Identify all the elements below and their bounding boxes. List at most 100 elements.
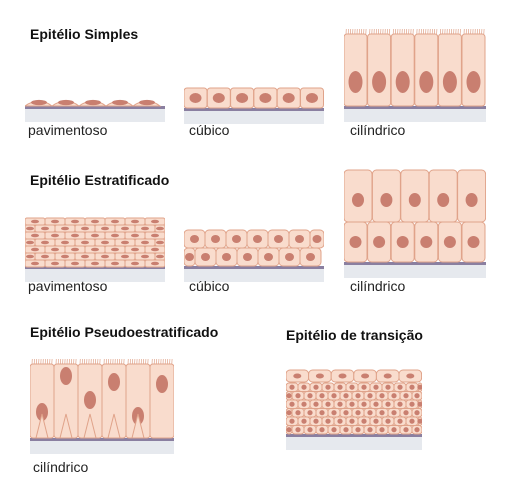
nucleus (361, 418, 367, 424)
nucleus (31, 261, 39, 266)
connective-tissue (344, 108, 486, 122)
nucleus (417, 384, 422, 390)
nucleus (403, 393, 409, 399)
nucleus (337, 401, 343, 407)
nucleus (466, 71, 481, 93)
pseudostratified-columnar-epithelium-illustration (30, 358, 174, 454)
nucleus (112, 99, 128, 106)
nucleus (212, 93, 225, 103)
nucleus (409, 401, 415, 407)
nucleus (391, 393, 397, 399)
nucleus (101, 240, 109, 245)
nucleus (361, 373, 370, 379)
nucleus (51, 247, 59, 252)
nucleus (361, 401, 367, 407)
nucleus (367, 427, 373, 433)
nucleus (409, 418, 415, 424)
nucleus (139, 99, 155, 106)
nucleus (443, 236, 456, 248)
label-simple-cuboidal: cúbico (189, 122, 230, 138)
nucleus (151, 219, 159, 224)
nucleus (349, 384, 355, 390)
nucleus (151, 233, 159, 238)
nucleus (331, 427, 337, 433)
nucleus (313, 401, 319, 407)
nucleus (26, 254, 34, 259)
transitional-epithelium-illustration (286, 369, 422, 450)
nucleus (61, 254, 69, 259)
nucleus (26, 240, 34, 245)
nucleus (71, 247, 79, 252)
nucleus (36, 403, 48, 421)
connective-tissue (344, 264, 486, 278)
nucleus (343, 427, 349, 433)
basal-cell (131, 413, 145, 439)
nucleus (84, 391, 96, 409)
nucleus (156, 226, 164, 231)
nucleus (465, 193, 478, 207)
nucleus (189, 93, 202, 103)
nucleus (131, 261, 139, 266)
basement-membrane (344, 262, 486, 265)
nucleus (367, 393, 373, 399)
nucleus (51, 233, 59, 238)
nucleus (437, 193, 450, 207)
nucleus (361, 384, 367, 390)
nucleus (185, 253, 194, 261)
nucleus (396, 236, 409, 248)
nucleus (467, 236, 480, 248)
nucleus (293, 373, 302, 379)
section-title-simple: Epitélio Simples (30, 26, 139, 42)
nucleus (289, 384, 295, 390)
nucleus (108, 373, 120, 391)
connective-tissue (25, 268, 165, 282)
nucleus (131, 219, 139, 224)
nucleus (397, 418, 403, 424)
nucleus (151, 261, 159, 266)
nucleus (355, 410, 361, 416)
nucleus (151, 247, 159, 252)
nucleus (286, 393, 292, 399)
nucleus (408, 193, 421, 207)
nucleus (313, 384, 319, 390)
nucleus (41, 240, 49, 245)
nucleus (81, 240, 89, 245)
simple-squamous-epithelium-illustration (25, 99, 165, 122)
nucleus (274, 235, 283, 243)
cell (367, 33, 392, 107)
nucleus (379, 427, 385, 433)
nucleus (31, 233, 39, 238)
nucleus (307, 393, 313, 399)
nucleus (222, 253, 231, 261)
nucleus (286, 410, 292, 416)
nucleus (51, 219, 59, 224)
nucleus (295, 410, 301, 416)
nucleus (337, 384, 343, 390)
nucleus (58, 99, 74, 106)
nucleus (121, 254, 129, 259)
cell (390, 33, 415, 107)
nucleus (201, 253, 210, 261)
nucleus (121, 226, 129, 231)
nucleus (282, 93, 295, 103)
nucleus (141, 240, 149, 245)
nucleus (301, 401, 307, 407)
nucleus (41, 254, 49, 259)
basement-membrane (344, 106, 486, 109)
nucleus (85, 99, 101, 106)
nucleus (111, 233, 119, 238)
label-stratified-columnar: cilíndrico (350, 278, 406, 294)
label-simple-columnar: cilíndrico (350, 122, 406, 138)
nucleus (101, 226, 109, 231)
nucleus (349, 418, 355, 424)
nucleus (111, 219, 119, 224)
nucleus (31, 99, 47, 106)
nucleus (355, 427, 361, 433)
nucleus (395, 71, 410, 93)
nucleus (156, 254, 164, 259)
nucleus (349, 236, 362, 248)
nucleus (26, 226, 34, 231)
nucleus (289, 418, 295, 424)
cell (149, 363, 174, 439)
nucleus (141, 254, 149, 259)
